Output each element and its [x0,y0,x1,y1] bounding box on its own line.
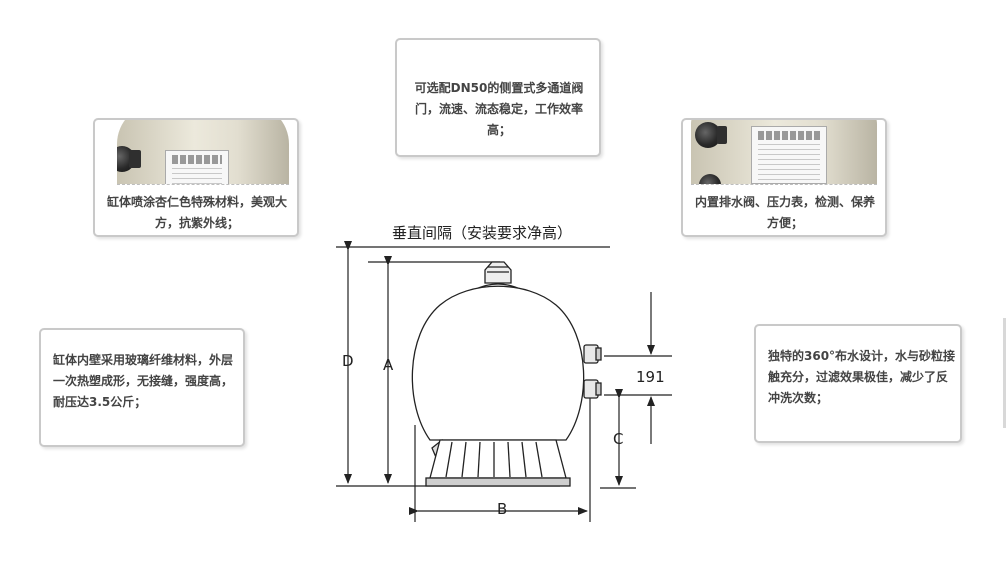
feature-text-drain: 内置排水阀、压力表，检测、保养方便； [694,195,875,230]
feature-text-distribution: 独特的360°布水设计，水与砂粒接触充分，过滤效果极佳，减少了反冲洗次数； [768,349,956,405]
dim-d-label: D [342,352,354,370]
dim-a-label: A [383,356,394,374]
gauge-port-icon [699,174,721,184]
filter-tank-drawing [411,261,602,487]
feature-card-distribution: 独特的360°布水设计，水与砂粒接触充分，过滤效果极佳，减少了反冲洗次数； [754,324,962,443]
dim-b-label: B [497,500,508,518]
tank-photo-drain [691,120,877,185]
clearance-label: 垂直间隔（安装要求净高） [392,224,573,242]
dim-c-label: C [613,430,624,448]
drain-port-icon [695,122,721,148]
feature-text-valve: 可选配DN50的侧置式多通道阀门，流速、流态稳定，工作效率高； [414,81,584,137]
feature-text-fiberglass: 缸体内壁采用玻璃纤维材料，外层一次热塑成形，无接缝，强度高，耐压达3.5公斤； [53,353,234,409]
scroll-indicator [1003,318,1006,428]
tank-photo-coating [117,120,289,185]
dim-191-label: 191 [636,368,665,386]
feature-card-valve: 可选配DN50的侧置式多通道阀门，流速、流态稳定，工作效率高； [395,38,601,157]
feature-card-coating: 缸体喷涂杏仁色特殊材料，美观大方，抗紫外线； [93,118,299,237]
feature-card-drain: 内置排水阀、压力表，检测、保养方便； [681,118,887,237]
spec-label-icon [165,150,229,184]
spec-label-icon-2 [751,126,827,184]
feature-card-fiberglass: 缸体内壁采用玻璃纤维材料，外层一次热塑成形，无接缝，强度高，耐压达3.5公斤； [39,328,245,447]
feature-text-coating: 缸体喷涂杏仁色特殊材料，美观大方，抗紫外线； [106,195,287,230]
